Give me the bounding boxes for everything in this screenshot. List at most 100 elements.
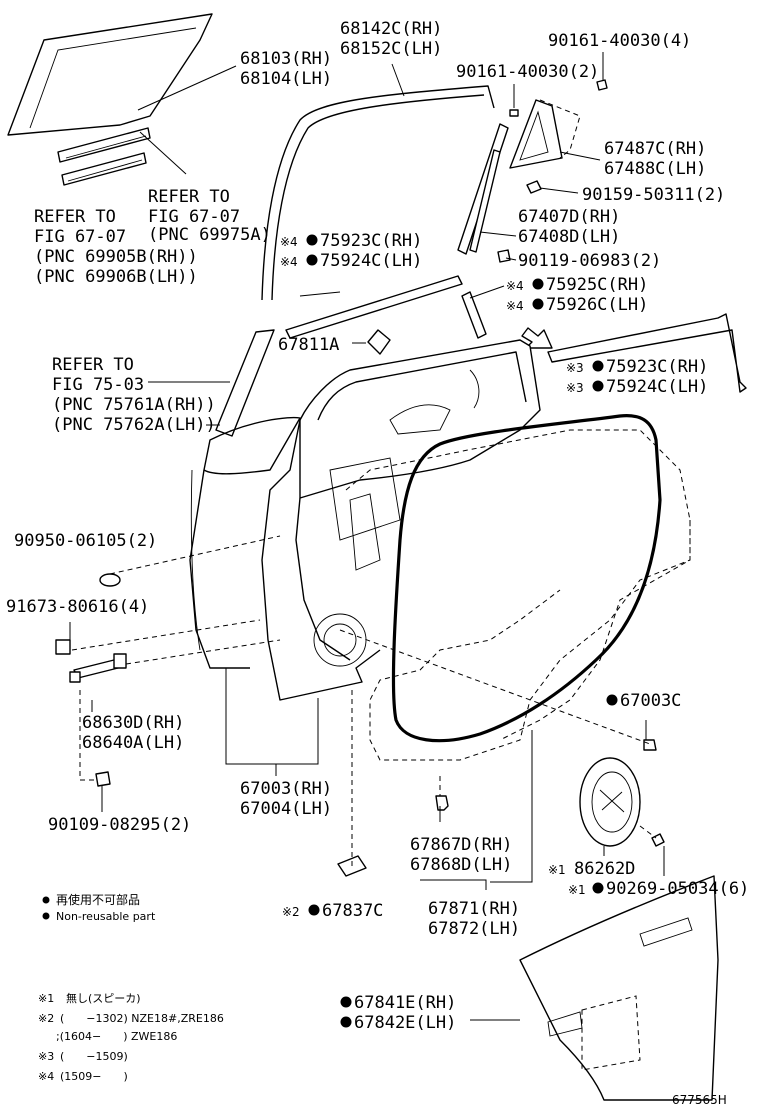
door-check-drawing [55, 639, 127, 787]
note-3-text: ( −1509) [60, 1050, 128, 1063]
drawing-id: 677565H [672, 1093, 727, 1107]
door-outer-panel-drawing [189, 416, 301, 669]
label-bolt-91673: 91673-80616(4) [6, 597, 149, 617]
label-screw-90269: 90269-05034(6) [606, 879, 749, 899]
legend-dot [42, 896, 50, 904]
note-4-mark: ※4 [38, 1070, 54, 1083]
service-cover-outline [345, 429, 691, 761]
label-bolt-90109: 90109-08295(2) [48, 815, 191, 835]
screw-90269-drawing [651, 833, 665, 847]
label-pnc-3a: (PNC 75761A(RH)) [52, 395, 216, 415]
label-glass-lh: 68104(LH) [240, 69, 332, 89]
legend-jp: 再使用不可部品 [56, 892, 140, 907]
label-corner-rh: 67487C(RH) [604, 139, 706, 159]
service-cover-outline-inner [499, 520, 691, 741]
weatherstrip-75923-lower-drawing [547, 313, 747, 393]
protective-film-drawing [519, 875, 719, 1101]
label-mark-x2: ※2 [282, 905, 300, 919]
label-pnc-1: (PNC 69975A) [148, 225, 271, 245]
clip-67811-drawing [367, 329, 391, 355]
label-plug-90950: 90950-06105(2) [14, 531, 157, 551]
label-mark-x1-b: ※1 [568, 883, 586, 897]
label-weather-c-rh: 75923C(RH) [606, 357, 708, 377]
label-part-67003c: 67003C [620, 691, 681, 711]
non-reusable-dot [592, 882, 604, 894]
note-3-mark: ※3 [38, 1050, 54, 1063]
label-check-rh: 68630D(RH) [82, 713, 184, 733]
non-reusable-dot [532, 278, 544, 290]
label-speaker: 86262D [574, 859, 635, 879]
label-pnc-2a: (PNC 69905B(RH)) [34, 247, 198, 267]
label-bolt-90161-b: 90161-40030(2) [456, 62, 599, 82]
label-weather-a-rh: 75923C(RH) [320, 231, 422, 251]
door-panel-drawing [261, 339, 541, 701]
label-fig-1: FIG 67-07 [148, 207, 240, 227]
label-part-67811: 67811A [278, 335, 339, 355]
leader-lines [69, 63, 665, 1021]
legend-dot [42, 912, 50, 920]
label-weather-b-rh: 75925C(RH) [546, 275, 648, 295]
label-mark-x4-c: ※4 [506, 279, 524, 293]
label-frame-lh: 67408D(LH) [518, 227, 620, 247]
label-weather-c-lh: 75924C(LH) [606, 377, 708, 397]
label-pnc-3b: (PNC 75762A(LH)) [52, 415, 216, 435]
note-2-text-b: ;(1604− ) ZWE186 [56, 1030, 177, 1043]
note-1-mark: ※1 [38, 992, 54, 1005]
division-bar-drawing [457, 123, 511, 263]
outer-weatherstrip-drawing [285, 275, 463, 339]
label-refer-3: REFER TO [52, 355, 134, 375]
non-reusable-dot [532, 298, 544, 310]
label-run-lh: 68152C(LH) [340, 39, 442, 59]
label-seal-lh: 67868D(LH) [410, 855, 512, 875]
speaker-drawing [579, 757, 641, 847]
corner-piece-drawing [509, 99, 581, 194]
clip-67003c-drawing [643, 739, 657, 751]
non-reusable-dot [308, 904, 320, 916]
label-fig-3: FIG 75-03 [52, 375, 144, 395]
non-reusable-dot [606, 694, 618, 706]
label-bolt-90119: 90119-06983(2) [518, 251, 661, 271]
non-reusable-dot [592, 360, 604, 372]
weatherstrip-75925-drawing [461, 291, 487, 339]
label-mark-x3-a: ※3 [566, 361, 584, 375]
clip-67867-drawing [435, 795, 449, 811]
label-corner-lh: 67488C(LH) [604, 159, 706, 179]
label-glass-rh: 68103(RH) [240, 49, 332, 69]
label-film-rh: 67841E(RH) [354, 993, 456, 1013]
label-mark-x4-b: ※4 [280, 255, 298, 269]
label-ws-lh: 67872(LH) [428, 919, 520, 939]
note-2-text-a: ( −1302) NZE18#,ZRE186 [60, 1012, 224, 1025]
label-fig-2: FIG 67-07 [34, 227, 126, 247]
non-reusable-dot [340, 1016, 352, 1028]
note-2-mark: ※2 [38, 1012, 54, 1025]
label-refer-1: REFER TO [148, 187, 230, 207]
label-screw-90159: 90159-50311(2) [582, 185, 725, 205]
non-reusable-dot [592, 380, 604, 392]
label-weather-b-lh: 75926C(LH) [546, 295, 648, 315]
plug-90950-drawing [99, 573, 121, 587]
note-1-text: 無し(スピーカ) [66, 991, 141, 1005]
non-reusable-dot [306, 234, 318, 246]
label-mark-x4-d: ※4 [506, 299, 524, 313]
non-reusable-dot [306, 254, 318, 266]
label-pnc-2b: (PNC 69906B(LH)) [34, 267, 198, 287]
label-door-lh: 67004(LH) [240, 799, 332, 819]
note-4-text: (1509− ) [60, 1070, 128, 1083]
label-weather-a-lh: 75924C(LH) [320, 251, 422, 271]
bolt-90161-drawing [509, 52, 608, 117]
glass-run-drawing [261, 85, 495, 301]
label-refer-2: REFER TO [34, 207, 116, 227]
label-door-rh: 67003(RH) [240, 779, 332, 799]
label-frame-rh: 67407D(RH) [518, 207, 620, 227]
label-ws-rh: 67871(RH) [428, 899, 520, 919]
label-run-rh: 68142C(RH) [340, 19, 442, 39]
door-glass-drawing [7, 13, 213, 136]
label-film-lh: 67842E(LH) [354, 1013, 456, 1033]
label-seal-rh: 67867D(RH) [410, 835, 512, 855]
label-mark-x3-b: ※3 [566, 381, 584, 395]
legend-en: Non-reusable part [56, 910, 156, 923]
non-reusable-dot [340, 996, 352, 1008]
label-mark-x1-a: ※1 [548, 863, 566, 877]
label-check-lh: 68640A(LH) [82, 733, 184, 753]
